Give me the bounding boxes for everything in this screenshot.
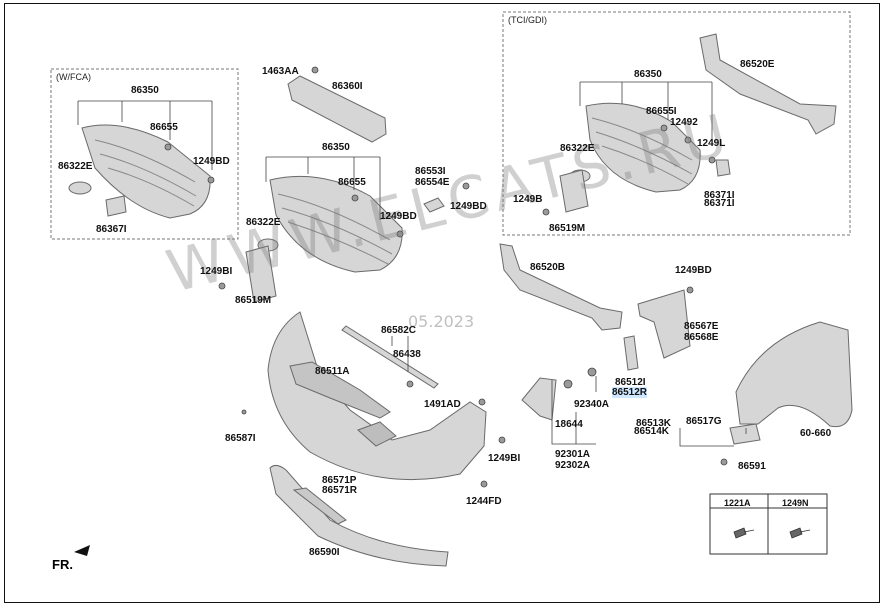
absorber-86520b (499, 243, 623, 331)
part-label: 86350 (131, 85, 159, 96)
part-label: 1463AA (262, 66, 299, 77)
absorber-tci (699, 33, 837, 135)
bracket-86367 (105, 195, 127, 217)
part-label: 86519M (549, 223, 586, 234)
part-label: 86655I (646, 106, 677, 117)
part-label-highlighted: 86512R (612, 387, 648, 398)
part-label: 12492 (670, 117, 698, 128)
grille-wfca (81, 124, 211, 219)
part-label: 86514K (634, 426, 670, 437)
part-label: 1249BD (380, 211, 417, 222)
part-label: 86553I (415, 166, 446, 177)
molding-86582 (341, 325, 439, 389)
part-label: 1244FD (466, 496, 502, 507)
part-label: 86322E (246, 217, 281, 228)
part-label: 86322E (58, 161, 93, 172)
lip-86590 (269, 464, 449, 567)
variant-wfca: (W/FCA) (56, 72, 91, 82)
part-label: 86590I (309, 547, 340, 558)
part-label: 86655 (338, 177, 366, 188)
bracket-86512 (521, 377, 557, 421)
part-label: 86438 (393, 349, 421, 360)
part-label: 86350 (322, 142, 350, 153)
part-label: 86567E (684, 321, 719, 332)
part-label: 86587I (225, 433, 256, 444)
part-label: 86350 (634, 69, 662, 80)
part-label: 92301A (555, 449, 591, 460)
part-label: 86655 (150, 122, 178, 133)
part-label: 1249BD (675, 265, 712, 276)
watermark-date: 05.2023 (408, 312, 475, 331)
bracket-86519m (245, 245, 277, 303)
front-arrow-icon (74, 545, 90, 556)
part-label: 60-660 (800, 428, 832, 439)
part-label: 86571P (322, 475, 357, 486)
part-label: 86511A (315, 366, 350, 377)
part-label: 86568E (684, 332, 719, 343)
legend-col1: 1221A (724, 498, 751, 508)
part-label: 1249L (697, 138, 726, 149)
part-label: 86367I (96, 224, 127, 235)
diagram-frame (4, 3, 880, 603)
part-label: 92302A (555, 460, 591, 471)
wfca-box (50, 68, 239, 240)
grille-center (269, 175, 403, 273)
part-label: 18644 (555, 419, 583, 430)
part-label: 1249BD (450, 201, 487, 212)
part-label: 1249BI (200, 266, 233, 277)
bracket-86567e (637, 289, 691, 359)
part-label: 1249B (513, 194, 543, 205)
part-label: 92340A (574, 399, 610, 410)
part-label: 86519M (235, 295, 272, 306)
grille-tci (585, 102, 701, 193)
part-label: 1491AD (424, 399, 461, 410)
part-label: 86513K (636, 418, 672, 429)
part-label: 86322E (560, 143, 595, 154)
variant-tci: (TCI/GDI) (508, 15, 547, 25)
part-label: 86591 (738, 461, 766, 472)
part-label: 1249BI (488, 453, 521, 464)
legend-col2: 1249N (782, 498, 809, 508)
part-label: 1249BD (193, 156, 230, 167)
fender-60660 (735, 321, 853, 428)
part-label: 86520B (530, 262, 566, 273)
part-label: 86520E (740, 59, 775, 70)
front-direction-label: FR. (52, 557, 73, 572)
part-label: 86371I (704, 198, 735, 209)
part-label: 86582C (381, 325, 417, 336)
part-label: 86554E (415, 177, 450, 188)
part-label: 86371I (704, 190, 735, 201)
emblem-wfca (68, 181, 92, 195)
bumper-cover (267, 311, 487, 481)
part-label: 86360I (332, 81, 363, 92)
grille-upper (287, 75, 387, 143)
part-label: 86517G (686, 416, 722, 427)
part-label: 86512I (615, 377, 646, 388)
part-label: 86571R (322, 485, 358, 496)
